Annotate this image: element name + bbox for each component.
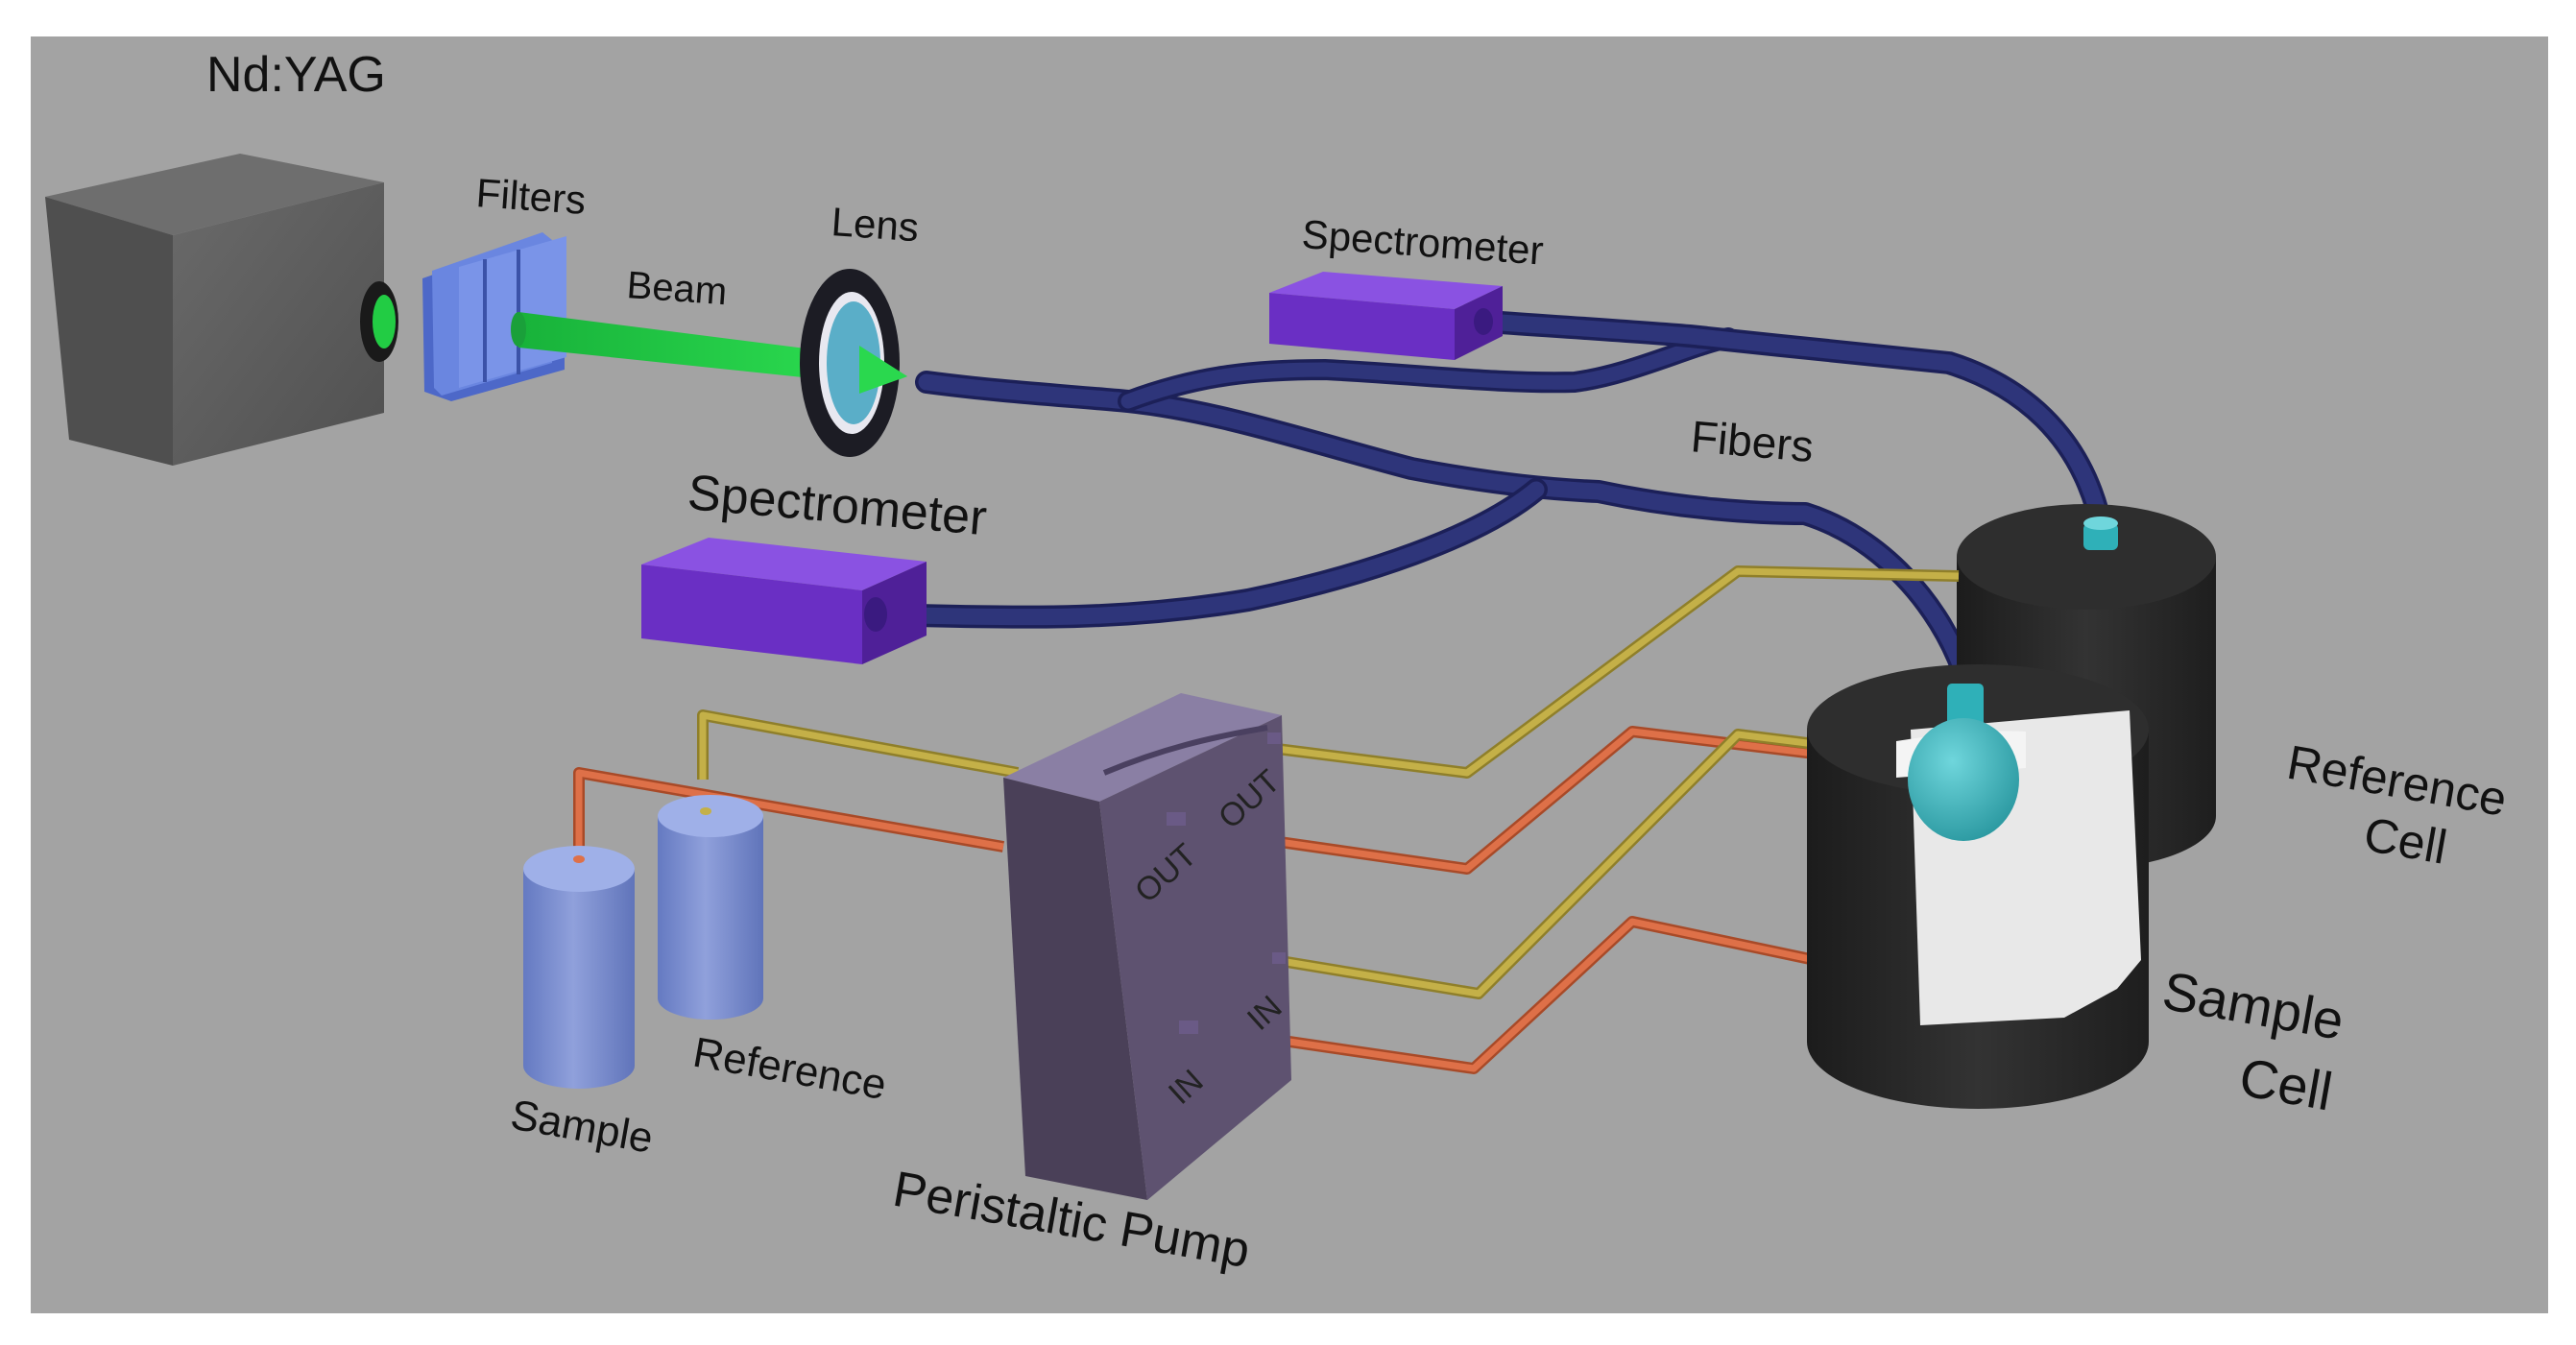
- sample-vial: [523, 846, 635, 1089]
- sample-cell: [1807, 664, 2149, 1109]
- tubing: [573, 565, 1960, 1074]
- reference-vial: [658, 795, 763, 1020]
- lens-label: Lens: [830, 199, 920, 250]
- filters-label: Filters: [474, 170, 587, 223]
- spectrometer-top: [1269, 272, 1503, 360]
- beam-label: Beam: [625, 264, 728, 313]
- pump-box-icon: OUT OUT IN IN: [1003, 693, 1291, 1200]
- filter-plates-icon: [422, 232, 566, 401]
- spectrometer-mid: [641, 538, 927, 664]
- optical-fibers: [872, 310, 2114, 684]
- laser-label: Nd:YAG: [206, 47, 386, 103]
- laser-box-icon: [45, 154, 398, 466]
- fibers-label: Fibers: [1689, 411, 1816, 471]
- lens-icon: [800, 269, 907, 457]
